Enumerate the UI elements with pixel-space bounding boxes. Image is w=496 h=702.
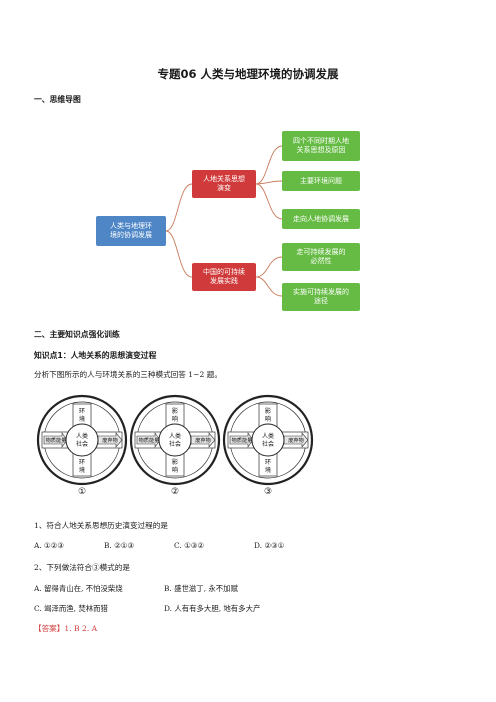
right-label: 废弃物: [195, 436, 211, 444]
mindmap-leaf-node: 四个不同时期人地 关系思想及原因: [282, 131, 360, 161]
top-label-char-1: 影: [172, 407, 178, 415]
question-1-option[interactable]: D. ②③①: [254, 541, 285, 550]
question-1-option[interactable]: A. ①②③: [34, 541, 64, 550]
figure-number: ③: [264, 487, 272, 497]
section-heading-training: 二、主要知识点强化训练: [34, 330, 120, 339]
bottom-label-char-1: 影: [172, 458, 178, 466]
question-2-option[interactable]: B. 盛世滋丁, 永不加赋: [164, 584, 238, 593]
right-label: 废弃物: [288, 436, 304, 444]
figure-number: ①: [78, 487, 86, 497]
question-2-option[interactable]: D. 人有有多大胆, 地有多大产: [164, 604, 261, 613]
mindmap-connectors: [165, 145, 283, 297]
input-arrow-icon: [136, 432, 161, 448]
bottom-label-char-2: 境: [265, 466, 271, 474]
connector-root-to-branch2: [165, 230, 193, 278]
center-circle: [158, 423, 192, 457]
input-arrow-icon: [229, 432, 254, 448]
question-1-option[interactable]: B. ②①③: [104, 541, 135, 550]
answer-line: 【答案】1. B 2. A: [34, 624, 98, 633]
output-arrow-icon: [283, 432, 309, 448]
right-label: 废弃物: [102, 436, 118, 444]
connector-branch1-to-leaf1: [255, 145, 283, 185]
center-label-line-2: 社会: [169, 440, 181, 448]
input-arrow-icon: [43, 432, 68, 448]
connector-branch1-to-leaf3: [255, 183, 283, 220]
center-label-line-1: 人类: [76, 432, 88, 440]
connector-branch1-to-leaf2: [255, 180, 283, 185]
mindmap-root-node: 人类与地理环 境的协调发展: [96, 216, 166, 246]
model-figure: 影响影响物质能量废弃物人类社会②: [129, 394, 221, 497]
question-2-option[interactable]: C. 竭泽而渔, 焚林而猎: [34, 604, 108, 613]
model-figure: 环境环境物质能量废弃物人类社会①: [36, 394, 128, 497]
bottom-label-char-1: 环: [79, 459, 85, 466]
mindmap-leaf-node: 走可持续发展的 必然性: [282, 243, 360, 271]
top-label-char-1: 环: [79, 408, 85, 415]
top-label-char-2: 响: [172, 415, 178, 423]
top-label-char-1: 影: [265, 407, 271, 415]
knowledge-point-heading: 知识点1：人地关系的思想演变过程: [34, 351, 157, 360]
output-arrow-icon: [190, 432, 216, 448]
mindmap-branch-node: 人地关系思想 演变: [192, 170, 256, 198]
bottom-label-char-2: 境: [79, 466, 85, 474]
left-label: 物质能量: [139, 436, 160, 444]
mindmap-leaf-node: 主要环境问题: [282, 171, 360, 191]
mindmap-leaf-node: 实施可持续发展的 途径: [282, 283, 360, 311]
question-intro: 分析下图所示的人与环境关系的三种模式回答 1~2 题。: [34, 370, 222, 379]
mindmap-leaf-node: 走向人地协调发展: [282, 209, 360, 229]
center-circle: [251, 423, 285, 457]
question-1-option[interactable]: C. ①③②: [174, 541, 204, 550]
figure-number: ②: [171, 487, 179, 497]
bottom-label-char-2: 响: [172, 466, 178, 474]
bottom-label-char-1: 环: [265, 459, 271, 466]
connector-root-to-branch1: [165, 183, 193, 232]
center-circle: [65, 423, 99, 457]
center-label-line-2: 社会: [76, 440, 88, 448]
center-label-line-1: 人类: [262, 432, 274, 440]
connector-branch2-to-leaf5: [255, 276, 283, 297]
mindmap-branch-node: 中国的可持续 发展实践: [192, 263, 256, 291]
connector-branch2-to-leaf4: [255, 256, 283, 278]
left-label: 物质能量: [232, 436, 253, 444]
section-heading-mindmap: 一、思维导图: [34, 95, 81, 104]
top-label-char-2: 响: [265, 415, 271, 423]
model-figures: 环境环境物质能量废弃物人类社会①影响影响物质能量废弃物人类社会②影响环境物质能量…: [36, 394, 314, 497]
top-label-char-2: 境: [79, 415, 85, 423]
left-label: 物质能量: [46, 436, 67, 444]
center-label-line-2: 社会: [262, 440, 274, 448]
question-2-text: 2、下列做法符合③模式的是: [34, 563, 130, 572]
page-title: 专题06 人类与地理环境的协调发展: [157, 67, 339, 81]
question-1-text: 1、符合人地关系思想历史演变过程的是: [34, 521, 168, 530]
output-arrow-icon: [97, 432, 123, 448]
question-2-option[interactable]: A. 留得青山在, 不怕没柴烧: [34, 584, 123, 593]
center-label-line-1: 人类: [169, 432, 181, 440]
